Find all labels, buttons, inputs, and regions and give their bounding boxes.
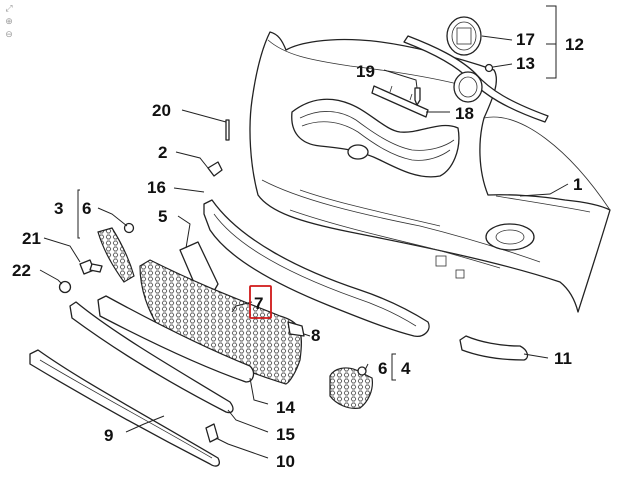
screw-21 [79,259,103,275]
callout-3[interactable]: 3 [54,199,63,218]
callout-9[interactable]: 9 [104,426,113,445]
callout-1[interactable]: 1 [573,175,582,194]
pin-20 [225,119,230,141]
zoom-in-icon[interactable]: ⊕ [5,16,13,26]
callout-14[interactable]: 14 [276,398,295,417]
strip-15 [69,301,234,414]
clip-13 [484,63,494,73]
callout-8[interactable]: 8 [311,326,320,345]
badge-holder [453,71,483,103]
nut-22 [58,280,72,294]
trim-strip-14 [97,295,255,383]
callout-labels: 1 2 3 4 5 6 6 7 8 9 10 11 12 13 14 15 16… [12,30,584,471]
callout-13[interactable]: 13 [516,54,535,73]
fog-bezel-left [97,227,135,283]
badge-front [446,16,482,56]
lower-spoiler [203,199,430,337]
callout-19[interactable]: 19 [356,62,375,81]
callout-6-left[interactable]: 6 [82,199,91,218]
clip-6-right [357,366,367,376]
zoom-out-icon[interactable]: ⊖ [5,29,13,39]
callout-15[interactable]: 15 [276,425,295,444]
callout-22[interactable]: 22 [12,261,31,280]
bracket-18 [371,85,429,118]
highlight-box-7 [249,285,272,319]
callout-21[interactable]: 21 [22,229,41,248]
clip-10 [205,423,219,443]
callout-16[interactable]: 16 [147,178,166,197]
callout-6-right[interactable]: 6 [378,359,387,378]
callout-4[interactable]: 4 [401,359,411,378]
callout-12[interactable]: 12 [565,35,584,54]
callout-11[interactable]: 11 [554,349,572,368]
front-bumper-cover [249,31,611,313]
callout-5[interactable]: 5 [158,207,167,226]
callout-20[interactable]: 20 [152,101,171,120]
cover-2 [207,161,223,177]
callout-17[interactable]: 17 [516,30,535,49]
cap-8 [287,321,305,337]
fit-view-icon[interactable]: ⤢ [5,3,13,13]
strip-9 [29,349,220,467]
callout-7[interactable]: 7 [254,294,263,313]
fog-bezel-right [329,367,373,409]
zoom-toolbar: ⤢ ⊕ ⊖ [2,2,16,41]
side-trim-11 [459,335,529,361]
callout-18[interactable]: 18 [455,104,474,123]
clip-19 [414,87,421,106]
callout-2[interactable]: 2 [158,143,167,162]
callout-10[interactable]: 10 [276,452,295,471]
leader-lines [39,5,569,459]
